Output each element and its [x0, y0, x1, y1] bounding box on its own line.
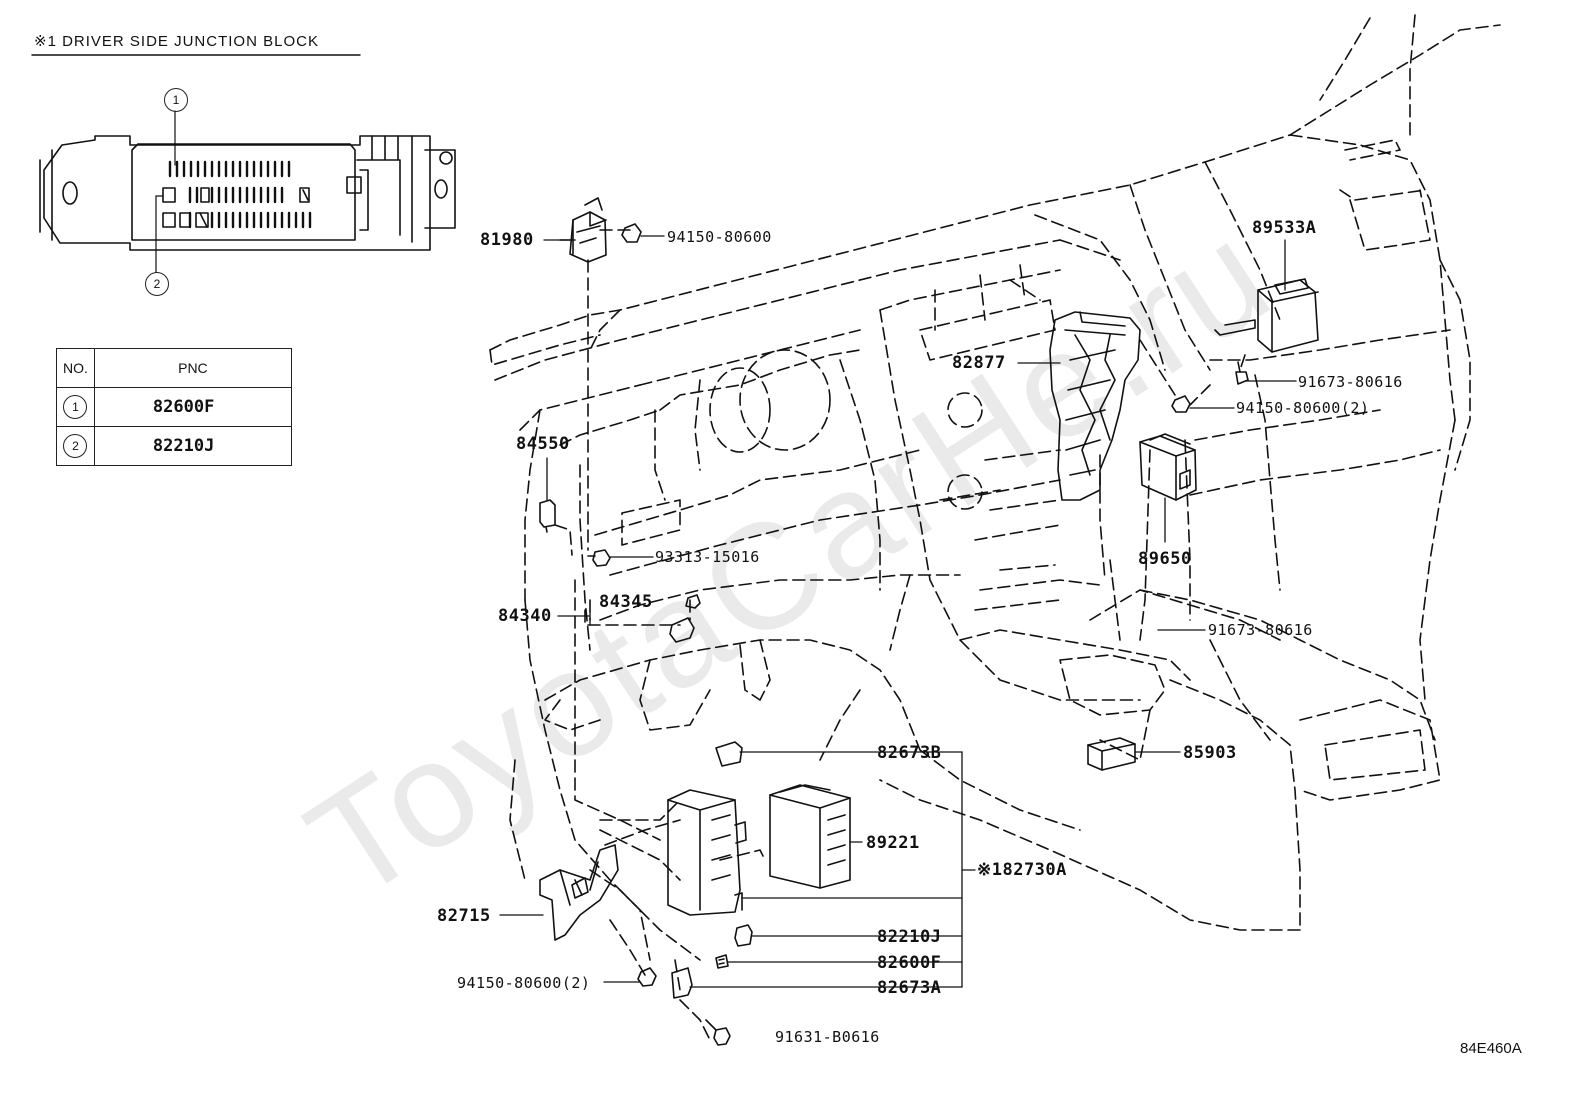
callout-82730A: ※182730A	[977, 860, 1067, 880]
callout-84345: 84345	[599, 592, 653, 612]
leader-lines	[499, 235, 1297, 988]
callout-85903: 85903	[1183, 743, 1237, 763]
callout-82673B: 82673B	[877, 743, 942, 763]
diagram-code: 84E460A	[1460, 1040, 1522, 1057]
callout-81980: 81980	[480, 230, 534, 250]
callout-93313-15016: 93313-15016	[655, 548, 760, 566]
parts-solid	[539, 197, 1319, 1046]
table-header-row: NO. PNC	[56, 348, 292, 388]
junction-block-title: ※1 DRIVER SIDE JUNCTION BLOCK	[34, 33, 319, 50]
callout-91631-B0616: 91631-B0616	[775, 1028, 880, 1046]
callout-82715: 82715	[437, 906, 491, 926]
row-1-no: 1	[63, 395, 88, 419]
callout-82210J: 82210J	[877, 927, 942, 947]
callout-94150-80600-bottom: 94150-80600(2)	[457, 974, 591, 992]
callout-82673A: 82673A	[877, 978, 942, 998]
table-row: 1 82600F	[56, 387, 292, 427]
dashboard-outline	[489, 14, 1501, 1041]
pnc-table: NO. PNC 1 82600F 2 82210J	[56, 348, 292, 466]
row-2-pnc: 82210J	[93, 426, 292, 466]
callout-94150-80600-top: 94150-80600	[667, 228, 772, 246]
header-no: NO.	[56, 348, 95, 388]
header-pnc: PNC	[93, 348, 292, 388]
row-2-no: 2	[63, 434, 88, 458]
callout-91673-80616-b: 91673-80616	[1208, 621, 1313, 639]
callout-84550: 84550	[516, 434, 570, 454]
callout-82600F: 82600F	[877, 953, 942, 973]
callout-94150-80600-2: 94150-80600(2)	[1236, 399, 1370, 417]
callout-91673-80616-a: 91673-80616	[1298, 373, 1403, 391]
marker-1: 1	[164, 88, 188, 112]
callout-84340: 84340	[498, 606, 552, 626]
table-row: 2 82210J	[56, 426, 292, 466]
callout-89650: 89650	[1138, 549, 1192, 569]
row-1-pnc: 82600F	[93, 387, 292, 427]
callout-82877: 82877	[952, 353, 1006, 373]
junction-block-drawing	[31, 54, 456, 273]
marker-2: 2	[145, 272, 169, 296]
callout-89533A: 89533A	[1252, 218, 1317, 238]
callout-89221: 89221	[866, 833, 920, 853]
